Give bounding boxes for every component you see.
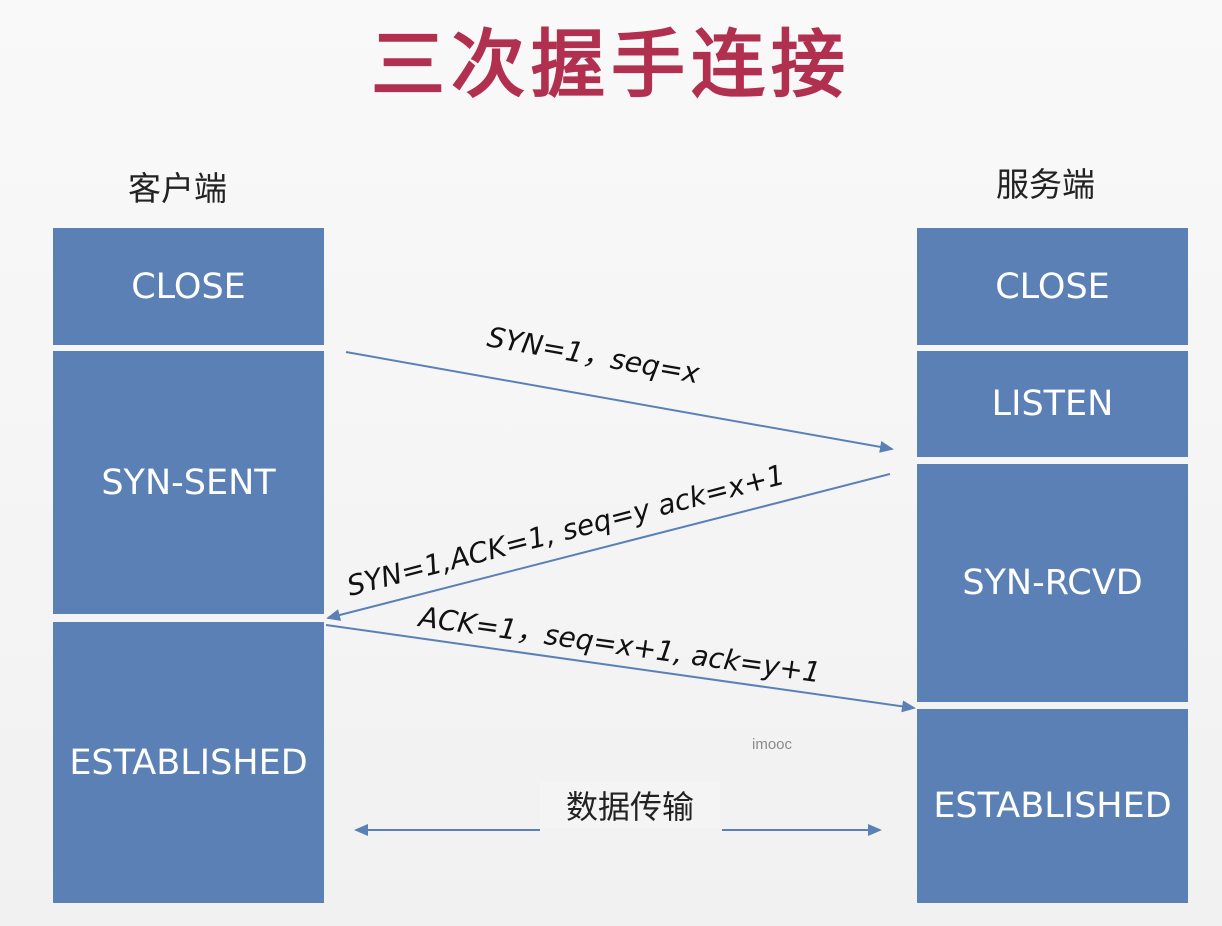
syn-message-label: SYN=1，seq=x: [485, 320, 703, 390]
diagram-title: 三次握手连接: [371, 22, 851, 108]
syn-ack-message-label: SYN=1,ACK=1, seq=y ack=x+1: [343, 458, 788, 603]
data-transfer-label: 数据传输: [540, 782, 720, 828]
server-state-syn-rcvd: SYN-RCVD: [917, 464, 1188, 702]
syn-ack-arrow: [326, 473, 891, 621]
client-label: 客户端: [128, 169, 227, 208]
ack-message-label: ACK=1，seq=x+1, ack=y+1: [415, 600, 823, 689]
client-state-close: CLOSE: [53, 228, 324, 345]
watermark: imooc: [752, 736, 793, 753]
ack-arrow: [325, 624, 916, 713]
server-state-established: ESTABLISHED: [917, 709, 1188, 903]
client-state-syn-sent: SYN-SENT: [53, 351, 324, 614]
client-state-established: ESTABLISHED: [53, 622, 324, 903]
server-state-close: CLOSE: [917, 228, 1188, 345]
server-label: 服务端: [996, 165, 1095, 204]
server-state-listen: LISTEN: [917, 351, 1188, 457]
syn-arrow: [345, 351, 894, 453]
